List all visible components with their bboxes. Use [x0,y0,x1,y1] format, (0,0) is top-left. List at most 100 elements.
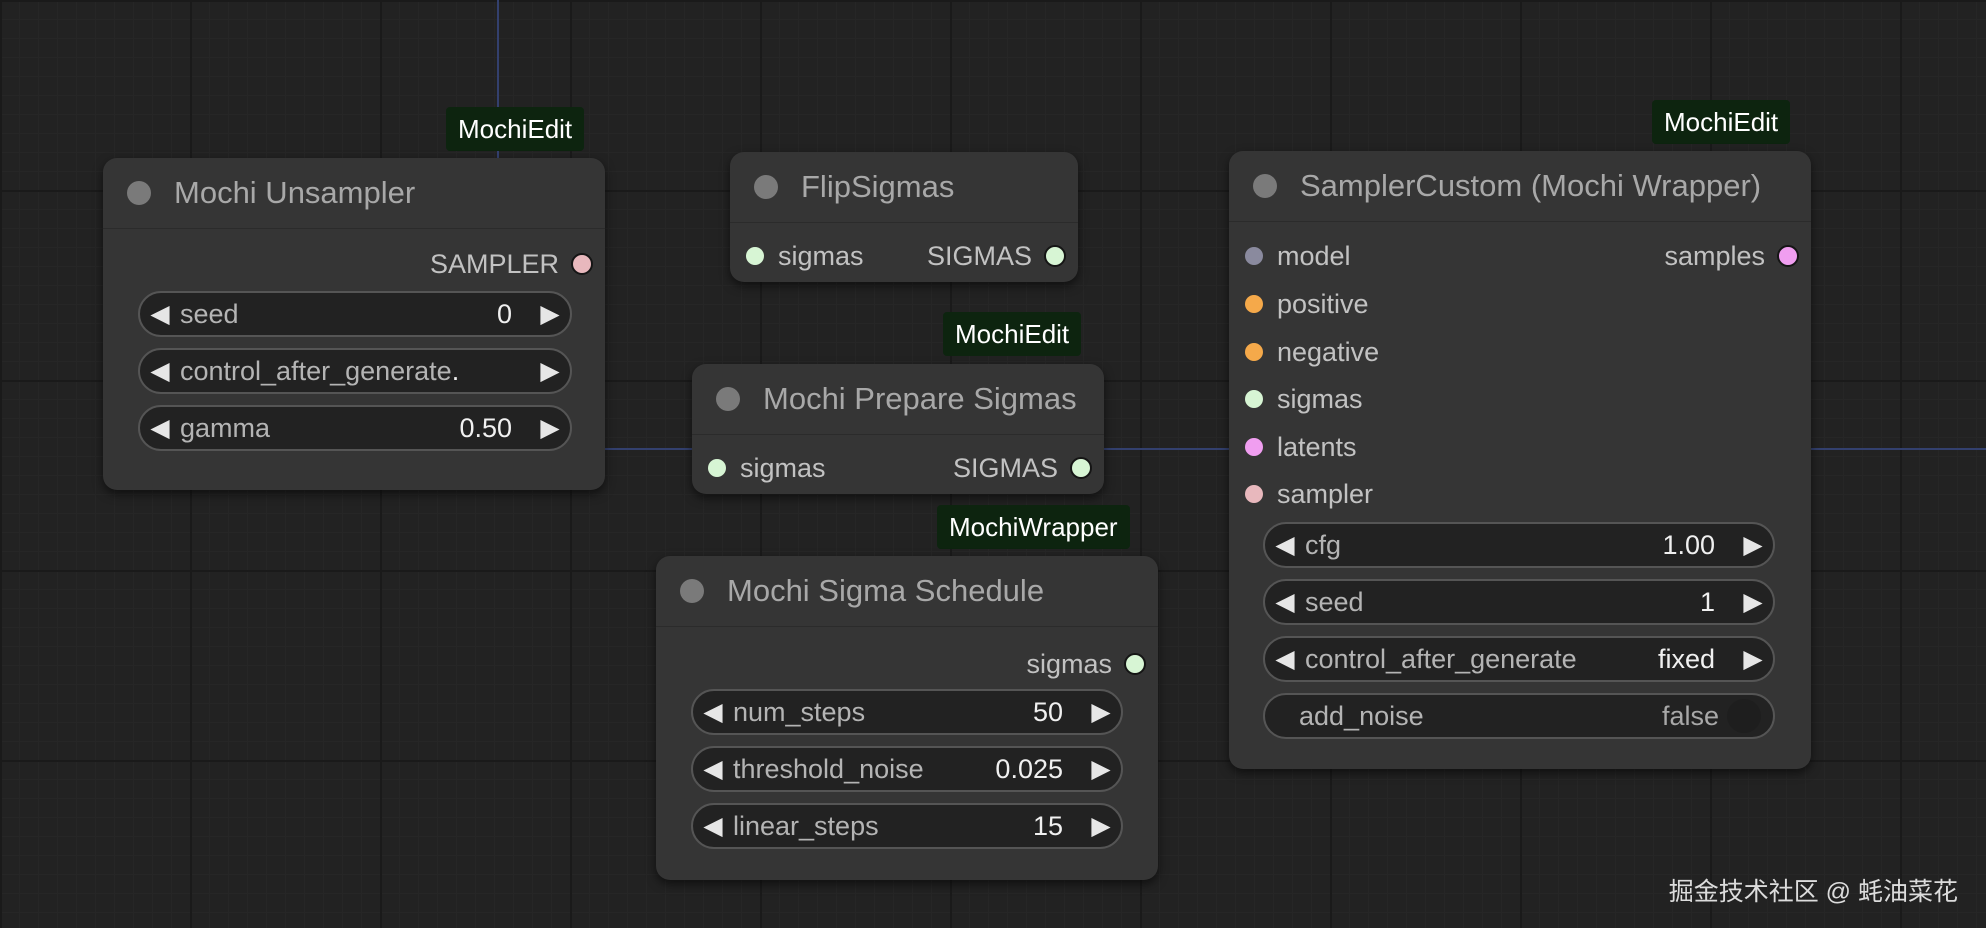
output-slot-sigmas[interactable]: SIGMAS [927,236,1066,276]
widget-value: 50 [1032,696,1063,727]
input-slot-positive[interactable]: positive [1245,284,1369,324]
node-badge-prepare-sigmas: MochiEdit [943,312,1082,356]
widget-value: 0.025 [995,753,1063,784]
output-slot-sigmas[interactable]: sigmas [1026,644,1146,684]
output-slot-samples[interactable]: samples [1664,236,1799,276]
input-socket-dot[interactable] [1245,343,1263,361]
widget-cfg[interactable]: ◀ cfg 1.00 ▶ [1263,522,1775,568]
node-mochi-prepare-sigmas[interactable]: Mochi Prepare Sigmas sigmas SIGMAS [692,364,1104,494]
right-triangle-icon[interactable]: ▶ [1091,755,1111,783]
left-triangle-icon[interactable]: ◀ [703,812,723,840]
input-label: sampler [1277,478,1374,509]
link-line-prepare-sampler [1103,448,1229,450]
input-slot-sigmas[interactable]: sigmas [746,236,864,276]
node-header[interactable]: Mochi Prepare Sigmas [692,364,1104,435]
node-status-dot[interactable] [127,181,151,205]
node-badge-sigma-schedule: MochiWrapper [937,505,1130,549]
input-socket-dot[interactable] [1245,247,1263,265]
left-triangle-icon[interactable]: ◀ [1275,588,1295,616]
right-triangle-icon[interactable]: ▶ [1091,812,1111,840]
output-slot-sampler[interactable]: SAMPLER [430,244,593,284]
node-mochi-unsampler[interactable]: Mochi Unsampler SAMPLER ◀ seed 0 ▶ ◀ con… [103,158,605,490]
output-label: samples [1664,240,1765,271]
node-header[interactable]: Mochi Unsampler [103,158,605,229]
input-slot-negative[interactable]: negative [1245,332,1379,372]
widget-value: 0.50 [459,412,512,443]
input-socket-dot[interactable] [1245,485,1263,503]
node-flip-sigmas[interactable]: FlipSigmas sigmas SIGMAS [730,152,1078,282]
widget-label: gamma [180,412,271,443]
node-status-dot[interactable] [716,387,740,411]
right-triangle-icon[interactable]: ▶ [1743,645,1763,673]
widget-control-after-generate[interactable]: ◀ control_after_generate . ▶ [138,348,572,394]
node-header[interactable]: Mochi Sigma Schedule [656,556,1158,627]
input-socket-dot[interactable] [1245,295,1263,313]
widget-value: 1.00 [1662,529,1715,560]
output-label: SAMPLER [429,248,559,279]
left-triangle-icon[interactable]: ◀ [150,414,170,442]
node-title: SamplerCustom (Mochi Wrapper) [1300,168,1762,203]
input-slot-sampler[interactable]: sampler [1245,474,1373,514]
widget-label: cfg [1305,529,1342,560]
widget-value: fixed [1657,643,1715,674]
node-sampler-custom[interactable]: SamplerCustom (Mochi Wrapper) model samp… [1229,151,1811,769]
widget-gamma[interactable]: ◀ gamma 0.50 ▶ [138,405,572,451]
output-slot-sigmas[interactable]: SIGMAS [953,448,1092,488]
input-label: model [1277,240,1351,271]
widget-value: . [451,355,460,386]
output-socket-dot[interactable] [1070,457,1092,479]
node-header[interactable]: FlipSigmas [730,152,1078,223]
left-triangle-icon[interactable]: ◀ [703,698,723,726]
left-triangle-icon[interactable]: ◀ [1275,645,1295,673]
widget-value: 1 [1699,586,1715,617]
widget-label: threshold_noise [733,753,924,784]
widget-linear-steps[interactable]: ◀ linear_steps 15 ▶ [691,803,1123,849]
widget-add-noise-toggle[interactable]: add_noise false [1263,693,1775,739]
widget-label: linear_steps [733,810,879,841]
toggle-knob[interactable] [1727,699,1761,733]
input-slot-sigmas[interactable]: sigmas [1245,379,1363,419]
right-triangle-icon[interactable]: ▶ [540,300,560,328]
left-triangle-icon[interactable]: ◀ [150,357,170,385]
output-label: sigmas [1026,648,1112,679]
link-line-sampler-right [1810,448,1986,450]
node-status-dot[interactable] [754,175,778,199]
output-socket-dot[interactable] [571,253,593,275]
widget-value: 15 [1032,810,1063,841]
input-socket-dot[interactable] [1245,438,1263,456]
link-line-vertical [497,0,499,160]
right-triangle-icon[interactable]: ▶ [1091,698,1111,726]
output-socket-dot[interactable] [1124,653,1146,675]
watermark-text: 掘金技术社区 @ 蚝油菜花 [1668,878,1958,906]
node-header[interactable]: SamplerCustom (Mochi Wrapper) [1229,151,1811,222]
left-triangle-icon[interactable]: ◀ [703,755,723,783]
widget-label: control_after_generate [180,355,452,386]
input-socket-dot[interactable] [746,247,764,265]
input-label: sigmas [1277,383,1363,414]
left-triangle-icon[interactable]: ◀ [150,300,170,328]
input-slot-sigmas[interactable]: sigmas [708,448,826,488]
node-title: Mochi Sigma Schedule [727,573,1045,608]
node-mochi-sigma-schedule[interactable]: Mochi Sigma Schedule sigmas ◀ num_steps … [656,556,1158,880]
right-triangle-icon[interactable]: ▶ [540,414,560,442]
widget-seed[interactable]: ◀ seed 1 ▶ [1263,579,1775,625]
widget-control-after-generate[interactable]: ◀ control_after_generate fixed ▶ [1263,636,1775,682]
input-socket-dot[interactable] [1245,390,1263,408]
input-slot-latents[interactable]: latents [1245,427,1357,467]
node-status-dot[interactable] [680,579,704,603]
node-status-dot[interactable] [1253,174,1277,198]
widget-num-steps[interactable]: ◀ num_steps 50 ▶ [691,689,1123,735]
right-triangle-icon[interactable]: ▶ [1743,588,1763,616]
left-triangle-icon[interactable]: ◀ [1275,531,1295,559]
input-socket-dot[interactable] [708,459,726,477]
widget-threshold-noise[interactable]: ◀ threshold_noise 0.025 ▶ [691,746,1123,792]
right-triangle-icon[interactable]: ▶ [1743,531,1763,559]
input-label: sigmas [778,240,864,271]
output-socket-dot[interactable] [1044,245,1066,267]
output-socket-dot[interactable] [1777,245,1799,267]
right-triangle-icon[interactable]: ▶ [540,357,560,385]
widget-value: 0 [496,298,512,329]
input-slot-model[interactable]: model [1245,236,1351,276]
widget-seed[interactable]: ◀ seed 0 ▶ [138,291,572,337]
widget-label: seed [1305,586,1364,617]
